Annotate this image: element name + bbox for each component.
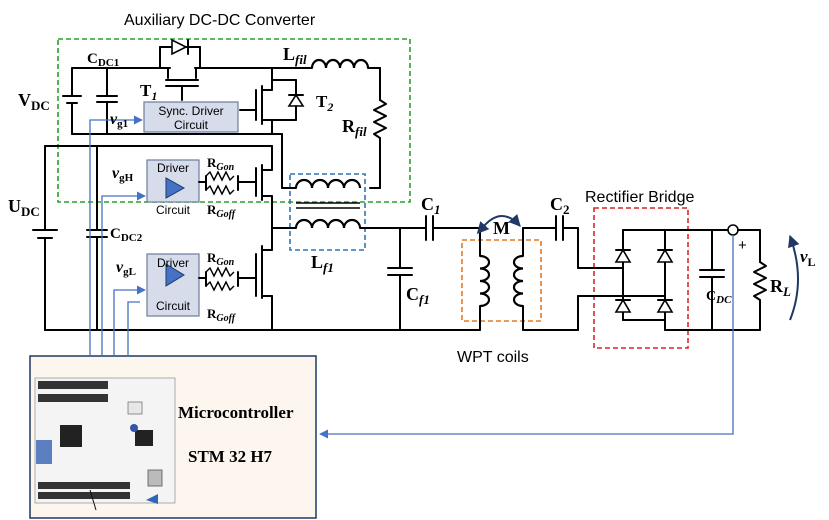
vdc-label: VDC (18, 90, 50, 113)
t1-label: T1 (140, 81, 157, 103)
udc-label: UDC (8, 196, 40, 219)
cdc-label: CDC (706, 289, 732, 306)
vg1-label: vg1 (110, 111, 128, 130)
lf1-label: Lf1 (311, 252, 334, 275)
vl-label: vL (800, 247, 816, 269)
vgh-label: vgH (112, 165, 134, 184)
cdc1-label: CDC1 (87, 51, 119, 69)
driver-l-line2: Circuit (156, 299, 191, 313)
m-label: M (493, 218, 510, 238)
aux-converter-box (57, 38, 411, 203)
t2-label: T2 (316, 92, 333, 114)
aux-converter-circuit (62, 38, 387, 189)
wpt-coils-box (461, 239, 542, 322)
sync-driver-line1: Sync. Driver (158, 104, 223, 118)
resonant-network (294, 178, 666, 331)
text-labels: Auxiliary DC-DC Converter CDC1 T1 Lfil V… (8, 12, 816, 466)
rgon-h-label: RGon (207, 155, 235, 173)
rgoff-l-label: RGoff (207, 306, 237, 324)
rgon-l-label: RGon (207, 250, 235, 268)
driver-low-box (146, 253, 200, 317)
mcu-label: Microcontroller (178, 403, 294, 422)
plus-sign: + (738, 237, 747, 254)
lfil-label: Lfil (283, 44, 307, 67)
cdc2-label: CDC2 (110, 226, 143, 244)
c2-label: C2 (550, 194, 570, 217)
sync-driver-box (143, 101, 239, 133)
half-bridge-circuit (32, 145, 421, 331)
rectifier-circuit (614, 224, 800, 331)
driver-l-line1: Driver (157, 256, 189, 270)
stm-label: STM 32 H7 (188, 447, 273, 466)
rectifier-title: Rectifier Bridge (585, 189, 694, 206)
rl-label: RL (770, 276, 791, 299)
aux-title: Auxiliary DC-DC Converter (124, 12, 316, 29)
sync-driver-line2: Circuit (174, 118, 209, 132)
rgoff-h-label: RGoff (207, 202, 237, 220)
cf1-label: Cf1 (406, 284, 430, 307)
filter-inductor-box (289, 173, 366, 251)
rfil-label: Rfil (342, 116, 367, 139)
signal-wires (89, 115, 734, 439)
wpt-coils-label: WPT coils (457, 349, 529, 366)
mcu-board-illustration (34, 377, 176, 511)
c1-label: C1 (421, 194, 441, 217)
vgl-label: vgL (116, 259, 136, 278)
driver-h-line1: Driver (157, 161, 189, 175)
driver-h-line2: Circuit (156, 203, 191, 217)
rectifier-bridge-box (593, 207, 689, 349)
